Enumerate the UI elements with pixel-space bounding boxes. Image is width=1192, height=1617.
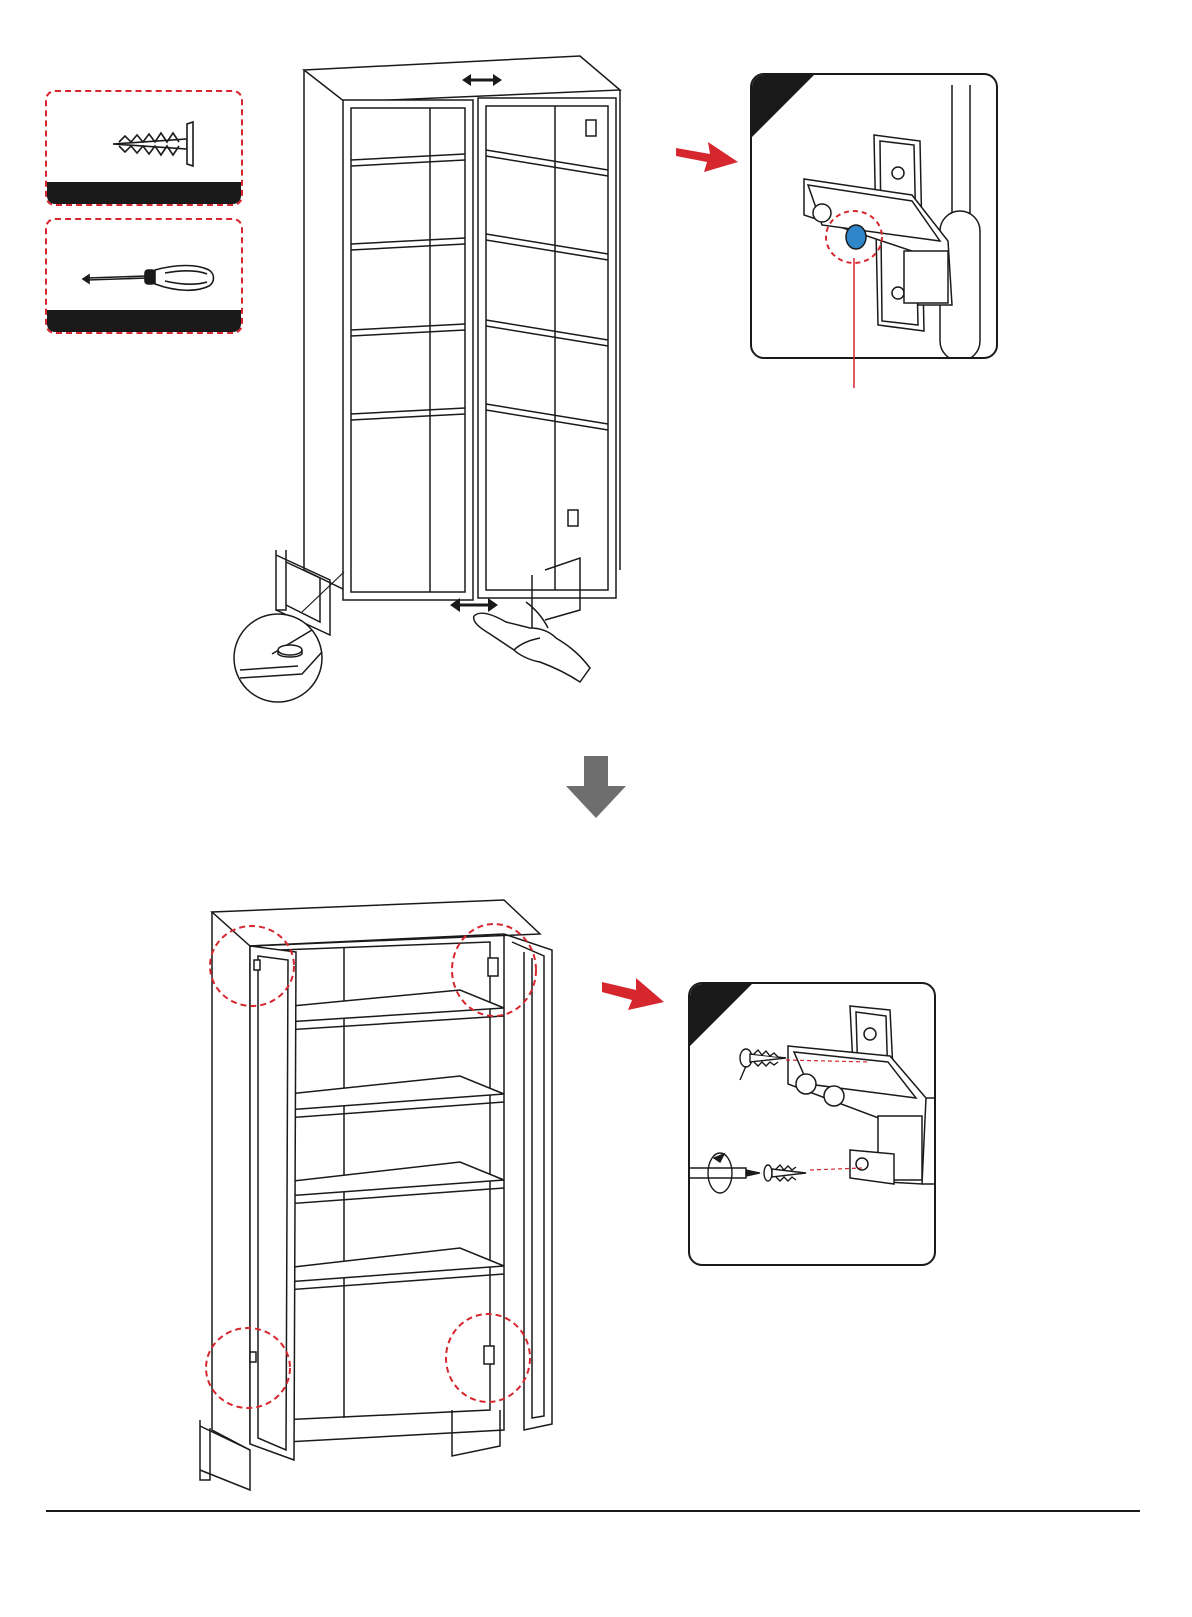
part-box-screwdriver [45, 218, 243, 334]
footer-rule [46, 1510, 1140, 1512]
wood-screw-icon [738, 1040, 790, 1080]
part-box-label-bar [47, 310, 241, 332]
hinge-install-callout [688, 982, 936, 1266]
cabinet-open-illustration [190, 890, 590, 1500]
floor-bumper-detail-icon [232, 612, 324, 704]
door-gap-adjust-arrow-icon [462, 72, 502, 88]
part-box-screw [45, 90, 243, 206]
part-box-label-bar [47, 182, 241, 204]
hinge-mounting-plate-icon [690, 984, 936, 1266]
screwdriver-rotate-icon [690, 1148, 808, 1198]
hinge-detail-callout [750, 73, 998, 359]
red-pointer-arrow-icon [602, 976, 664, 1012]
hand-pointer-icon [470, 598, 600, 688]
down-arrow-icon [566, 756, 626, 818]
red-pointer-arrow-icon [676, 138, 738, 174]
leader-line [852, 258, 856, 388]
